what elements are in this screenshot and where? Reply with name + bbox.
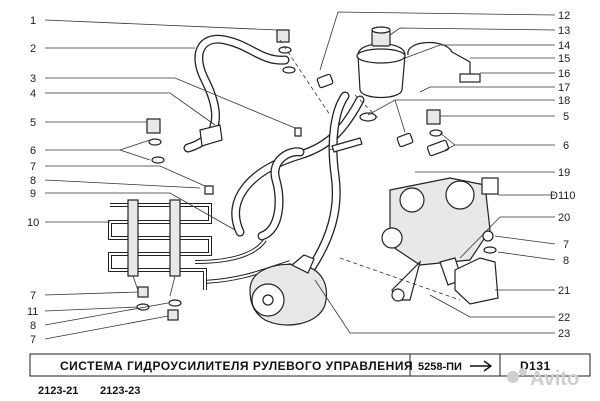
- callout-23: 23: [558, 328, 570, 340]
- model-code-b: 2123-23: [100, 385, 140, 397]
- bracket: [454, 230, 499, 305]
- footer: 2123-21 2123-23: [38, 385, 140, 397]
- callout-5: 5: [30, 117, 36, 129]
- callout-8b: 8: [30, 320, 36, 332]
- callout-6b: 6: [563, 140, 569, 152]
- callout-16: 16: [558, 68, 570, 80]
- callouts-right: 12 13 14 15 16 17 18 5 6 19 D110 20 7 8 …: [550, 10, 575, 340]
- callout-2: 2: [30, 43, 36, 55]
- callout-7d: 7: [563, 239, 569, 251]
- callout-15: 15: [558, 53, 570, 65]
- callout-7b: 7: [30, 290, 36, 302]
- callout-9: 9: [30, 188, 36, 200]
- callout-4: 4: [30, 88, 36, 100]
- callout-8c: 8: [563, 255, 569, 267]
- callouts-left: 1 2 3 4 5 6 7 8 9 10 7 11 8 7: [27, 15, 39, 346]
- callout-11: 11: [27, 306, 38, 318]
- callout-20: 20: [558, 212, 570, 224]
- callout-5b: 5: [563, 111, 569, 123]
- callout-3: 3: [30, 73, 36, 85]
- oil-cooler: [108, 199, 212, 297]
- model-code-a: 2123-21: [38, 385, 78, 397]
- sheet-number: D131: [520, 359, 551, 373]
- fasteners: [146, 29, 450, 195]
- title-bar: СИСТЕМА ГИДРОУСИЛИТЕЛЯ РУЛЕВОГО УПРАВЛЕН…: [29, 353, 591, 377]
- leaders-right: [314, 11, 556, 334]
- fluid-reservoir: [356, 26, 481, 99]
- callout-22: 22: [558, 312, 570, 324]
- watermark-text: Avito: [530, 368, 579, 390]
- leaders-left: [44, 19, 296, 340]
- callout-7: 7: [30, 161, 36, 173]
- callout-21: 21: [558, 285, 570, 297]
- steering-pump: [249, 254, 327, 326]
- callout-10: 10: [27, 217, 39, 229]
- lower-fasteners: [136, 286, 182, 321]
- callout-17: 17: [558, 82, 570, 94]
- arrow-right-icon: [470, 360, 493, 372]
- callout-13: 13: [558, 25, 570, 37]
- callout-8: 8: [30, 175, 36, 187]
- callout-19: 19: [558, 167, 570, 179]
- diagram-title: СИСТЕМА ГИДРОУСИЛИТЕЛЯ РУЛЕВОГО УПРАВЛЕН…: [60, 359, 413, 373]
- reference-lines: [279, 39, 461, 301]
- callout-12: 12: [558, 10, 570, 22]
- callout-1: 1: [30, 15, 36, 27]
- callout-18: 18: [558, 95, 570, 107]
- callout-7c: 7: [30, 334, 36, 346]
- callout-6: 6: [30, 145, 36, 157]
- steering-gear: [381, 177, 499, 302]
- watermark: Avito: [507, 368, 579, 390]
- reference-code: 5258-ПИ: [418, 361, 462, 373]
- callout-d110: D110: [550, 190, 575, 202]
- hoses: [183, 34, 365, 275]
- callout-14: 14: [558, 40, 570, 52]
